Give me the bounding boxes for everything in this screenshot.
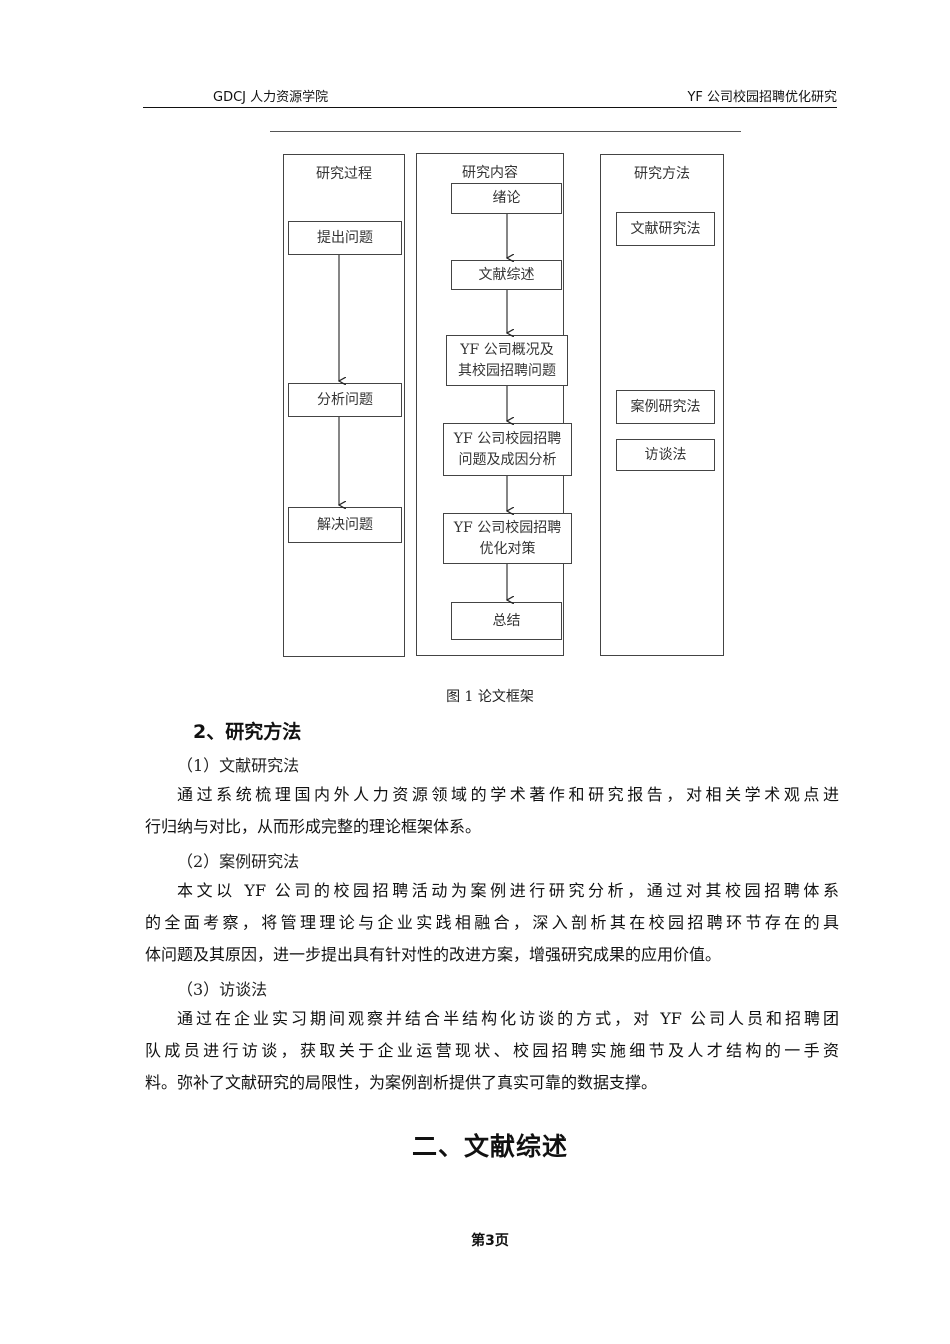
content-column-title: 研究内容 (462, 165, 518, 181)
section-heading: 2、研究方法 (193, 721, 302, 743)
paragraph-line: 的全面考察，将管理理论与企业实践相融合，深入剖析其在校园招聘环节存在的具 (145, 913, 839, 932)
paragraph-line: 通过系统梳理国内外人力资源领域的学术著作和研究报告，对相关学术观点进 (177, 785, 839, 804)
content-step-overview: YF 公司概况及其校园招聘问题 (446, 335, 568, 386)
paragraph-line: 行归纳与对比，从而形成完整的理论框架体系。 (145, 817, 482, 836)
methods-column: 研究方法 (600, 154, 724, 656)
methods-column-title: 研究方法 (634, 166, 690, 182)
paragraph-line: 通过在企业实习期间观察并结合半结构化访谈的方式，对 YF 公司人员和招聘团 (177, 1009, 839, 1028)
content-step-causes: YF 公司校园招聘问题及成因分析 (443, 423, 572, 476)
method-case-study: 案例研究法 (616, 390, 715, 424)
paragraph-line: 体问题及其原因，进一步提出具有针对性的改进方案，增强研究成果的应用价值。 (145, 945, 722, 964)
paragraph-line: 料。弥补了文献研究的局限性，为案例剖析提供了真实可靠的数据支撑。 (145, 1073, 658, 1092)
figure-caption: 图 1 论文框架 (446, 689, 534, 705)
process-column-title: 研究过程 (316, 166, 372, 182)
paragraph-interview: 通过在企业实习期间观察并结合半结构化访谈的方式，对 YF 公司人员和招聘团 队成… (145, 1003, 839, 1099)
content-step-summary: 总结 (451, 602, 562, 640)
chapter-title: 二、文献综述 (411, 1132, 568, 1161)
content-column: 研究内容 (416, 153, 564, 656)
method-literature: 文献研究法 (616, 212, 715, 246)
figure-top-rule (270, 131, 741, 132)
content-step-review: 文献综述 (451, 260, 562, 290)
paragraph-literature: 通过系统梳理国内外人力资源领域的学术著作和研究报告，对相关学术观点进 行归纳与对… (145, 779, 839, 843)
process-column: 研究过程 (283, 154, 405, 657)
content-step-strategy: YF 公司校园招聘优化对策 (443, 513, 572, 564)
process-step-analyze: 分析问题 (288, 383, 402, 417)
subheading-case-study: （2）案例研究法 (177, 852, 300, 871)
page-number: 第3页 (471, 1233, 509, 1249)
subheading-interview: （3）访谈法 (177, 980, 268, 999)
subheading-literature: （1）文献研究法 (177, 756, 300, 775)
content-step-intro: 绪论 (451, 183, 562, 214)
method-interview: 访谈法 (616, 439, 715, 471)
header-rule (143, 107, 837, 108)
process-step-raise: 提出问题 (288, 221, 402, 255)
paragraph-line: 本文以 YF 公司的校园招聘活动为案例进行研究分析，通过对其校园招聘体系 (177, 881, 839, 900)
flow-arrows (0, 214, 950, 700)
paragraph-case-study: 本文以 YF 公司的校园招聘活动为案例进行研究分析，通过对其校园招聘体系 的全面… (145, 875, 839, 971)
process-step-solve: 解决问题 (288, 507, 402, 543)
header-right-text: YF 公司校园招聘优化研究 (687, 90, 837, 105)
header-left-text: GDCJ 人力资源学院 (213, 90, 329, 105)
paragraph-line: 队成员进行访谈，获取关于企业运营现状、校园招聘实施细节及人才结构的一手资 (145, 1041, 839, 1060)
